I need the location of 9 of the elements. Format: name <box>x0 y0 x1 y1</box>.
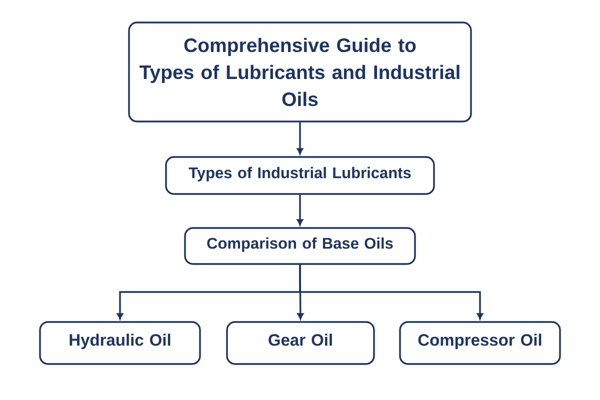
topic-box: Types of Industrial Lubricants <box>165 156 435 195</box>
topic-box: Comparison of Base Oils <box>184 227 416 265</box>
title-box: Comprehensive Guide to Types of Lubricants and Industrial Oils <box>128 22 472 122</box>
topic-box: Gear Oil <box>226 321 375 365</box>
topic-box: Compressor Oil <box>399 321 561 365</box>
arrow <box>296 122 304 154</box>
arrow <box>296 194 304 226</box>
arrow <box>299 264 484 320</box>
topic-box: Hydraulic Oil <box>39 321 201 365</box>
